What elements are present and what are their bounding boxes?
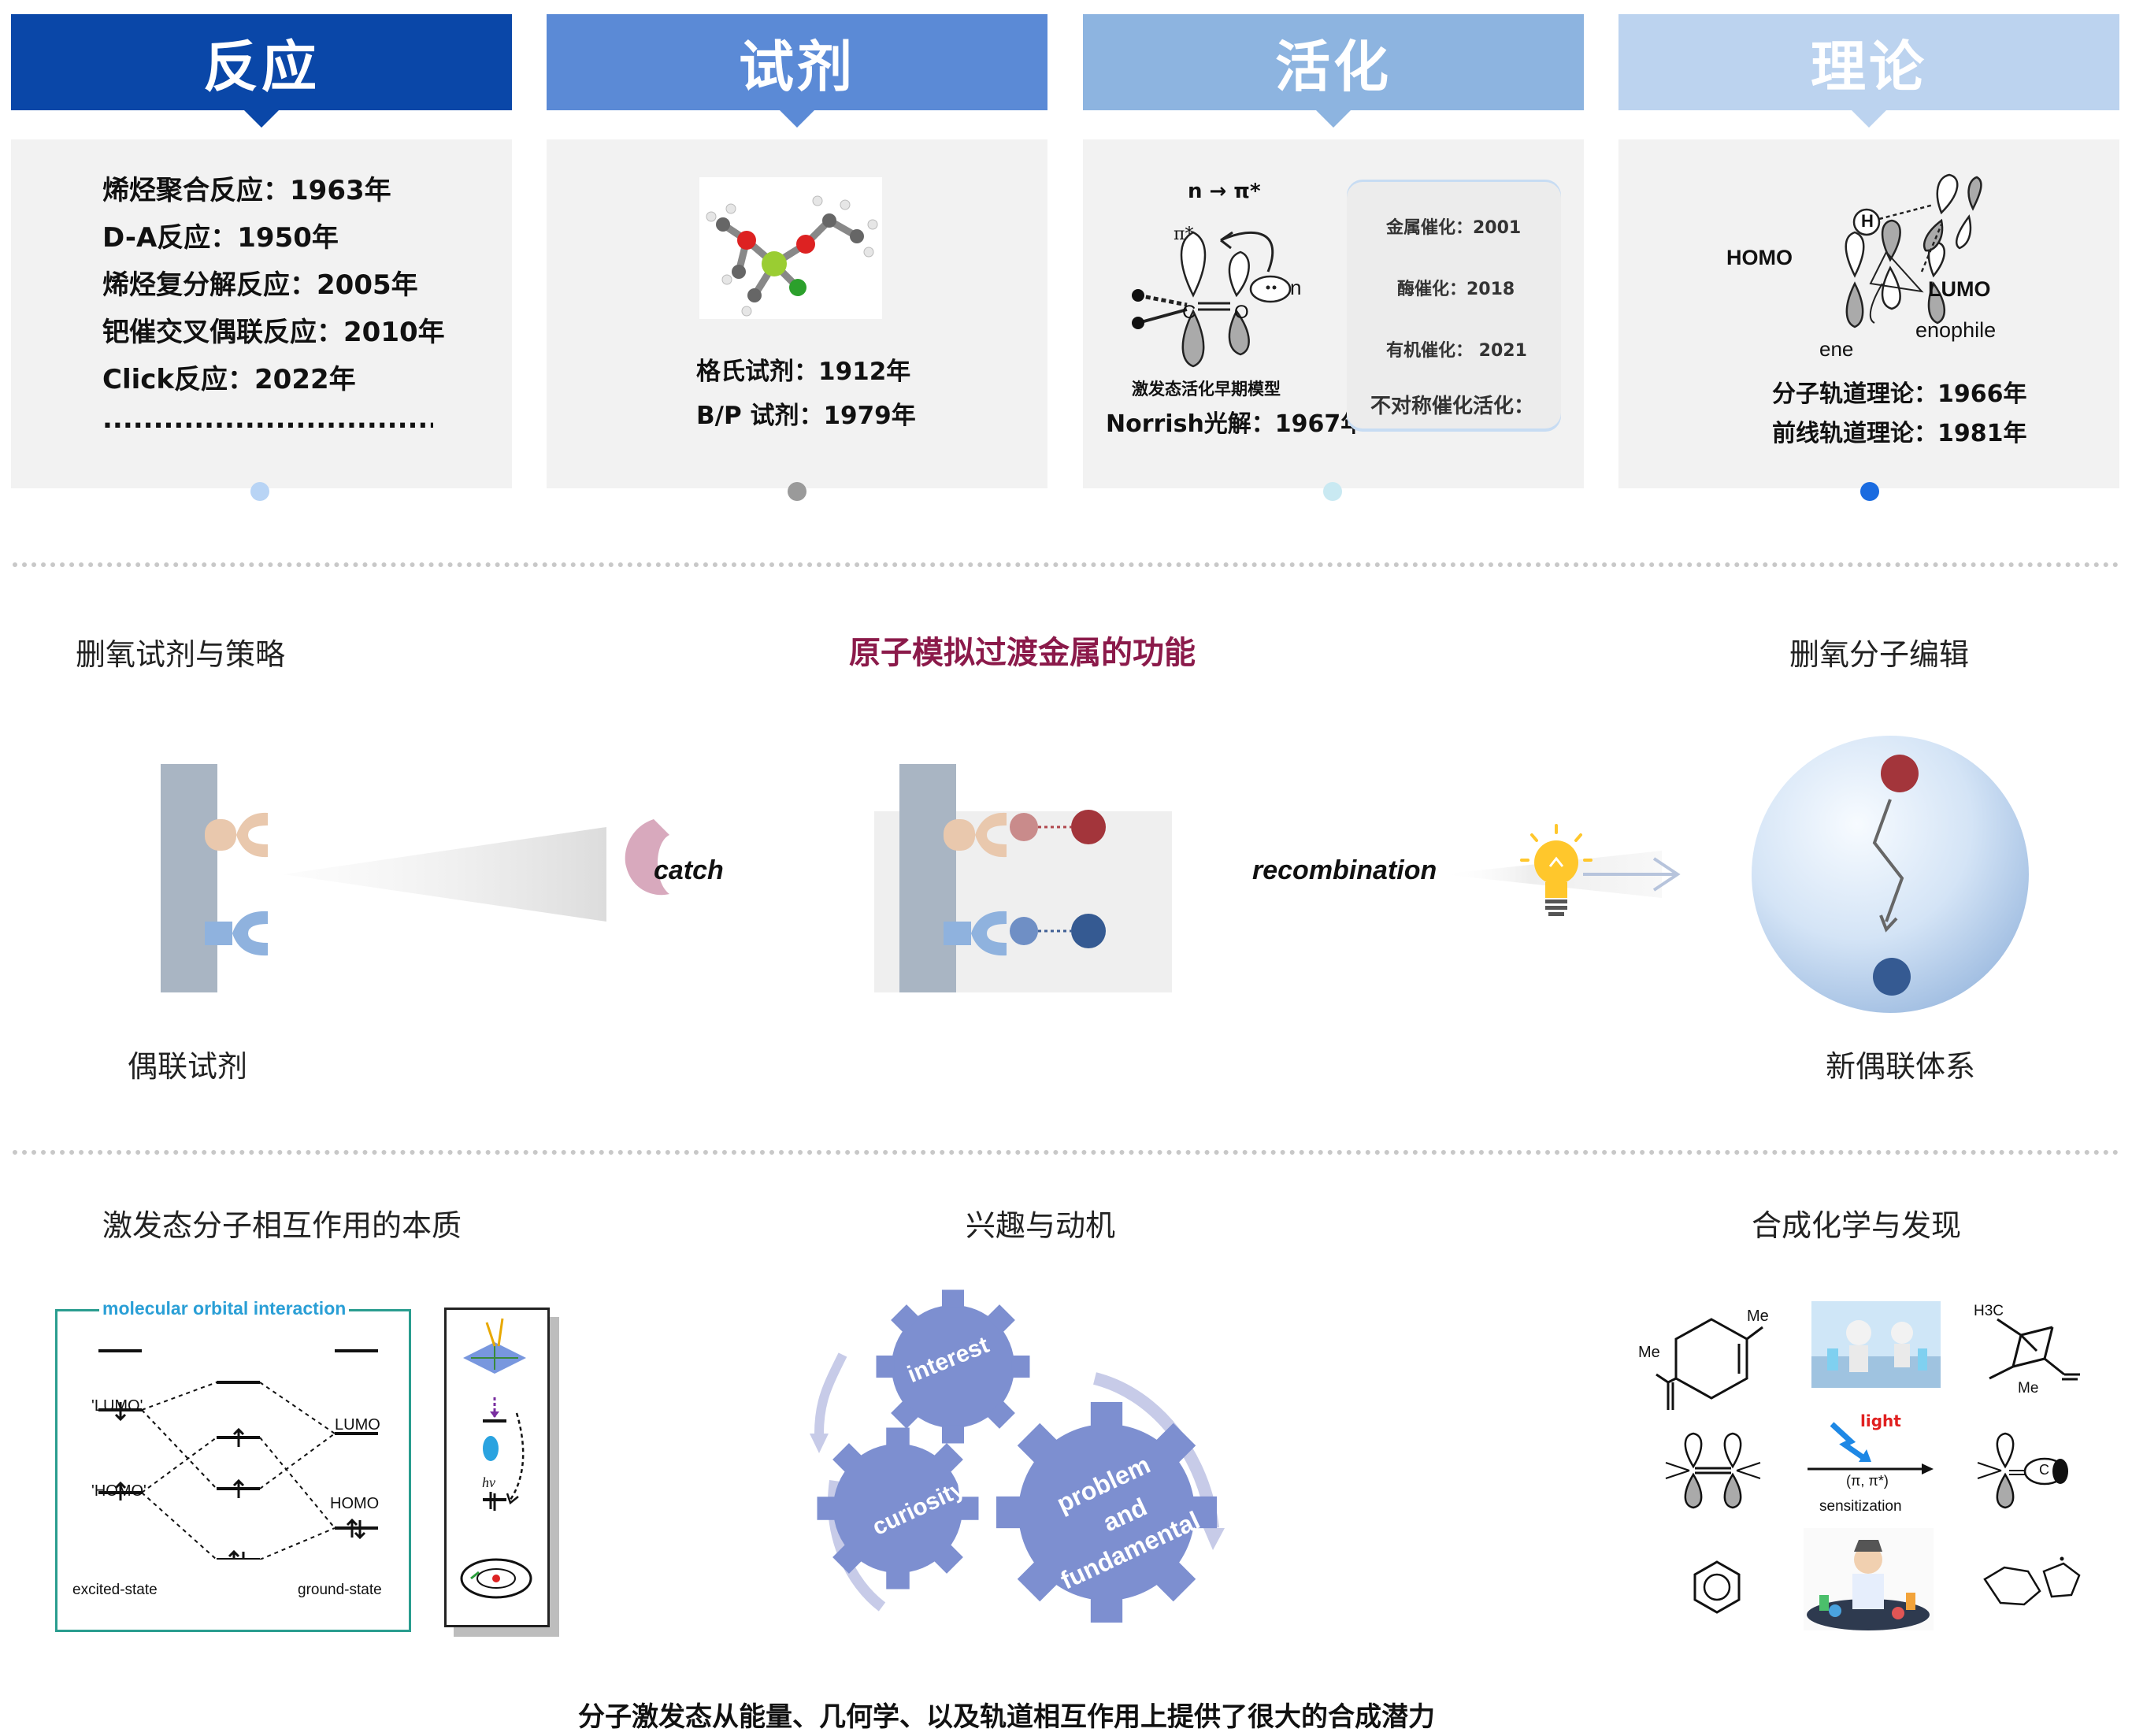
middle-center-title: 原子模拟过渡金属的功能 [849, 635, 1196, 671]
bicyclic-structure [1989, 1318, 2080, 1381]
middle-right-caption: 新偶联体系 [1826, 1049, 1976, 1084]
limonene-structure [1656, 1318, 1763, 1410]
timeline-dot [1860, 482, 1879, 501]
middle-right-title: 删氧分子编辑 [1789, 637, 1970, 672]
sensitization-arrow [1808, 1422, 1934, 1474]
timeline-dot [788, 482, 806, 501]
n-pi-transition: n → π* [1188, 180, 1261, 203]
ene-reaction-orbital-diagram [1845, 173, 1982, 328]
timeline-dot [250, 482, 269, 501]
grignard-molecule-image [699, 177, 882, 319]
timeline-dot [1323, 482, 1342, 501]
homo-ground-label: HOMO [330, 1495, 380, 1512]
catch-label: catch [654, 855, 724, 885]
reagent-item: 格氏试剂：1912年 [696, 358, 911, 386]
theory-item: 前线轨道理论：1981年 [1772, 420, 2027, 447]
reagent-item: B/P 试剂：1979年 [696, 402, 916, 430]
recombination-diagram [874, 764, 1681, 992]
catalysis-item: 酶催化：2018 [1397, 280, 1515, 299]
reagent-list: 格氏试剂：1912年 B/P 试剂：1979年 [696, 350, 916, 438]
mo-interaction-title: molecular orbital interaction [99, 1298, 350, 1319]
h-atom-label: H [1861, 211, 1874, 231]
oxygen-label: O [1234, 302, 1249, 323]
homo-label: HOMO [1726, 246, 1793, 269]
header-theory: 理论 [1618, 14, 2119, 128]
carbonyl-orbital-diagram [1132, 231, 1292, 368]
model-caption: 激发态活化早期模型 [1132, 380, 1281, 399]
pi-star-label: π* [1174, 224, 1194, 244]
catalysis-item: 不对称催化活化： [1370, 395, 1535, 418]
panel-theory [1618, 139, 2119, 488]
footer-caption: 分子激发态从能量、几何学、以及轨道相互作用上提供了很大的合成潜力 [578, 1701, 1435, 1733]
header-reaction: 反应 [11, 14, 512, 128]
benzene-structure [1693, 1560, 1741, 1614]
bottom-center-title: 兴趣与动机 [966, 1208, 1116, 1243]
me-label: Me [1747, 1308, 1769, 1325]
cycloheptene-structure [1983, 1556, 2081, 1606]
norrish-label: Norrish光解：1967年 [1106, 410, 1365, 438]
carbene-c-label: C [2039, 1462, 2049, 1478]
lumo-ground-label: LUMO [335, 1416, 380, 1434]
reaction-list: 烯烃聚合反应：1963年 D-A反应：1950年 烯烃复分解反应：2005年 钯… [102, 167, 445, 435]
reaction-item: 烯烃聚合反应：1963年 [102, 175, 391, 206]
robot-lab-image [1811, 1301, 1941, 1388]
catalysis-box [1347, 180, 1561, 432]
reaction-item: 钯催交叉偶联反应：2010年 [102, 317, 445, 348]
theory-list: 分子轨道理论：1966年 前线轨道理论：1981年 [1772, 375, 2027, 454]
lumo-label: LUMO [1928, 277, 1991, 301]
reaction-ellipsis: ........................................… [102, 403, 433, 435]
carbon-label: C [1182, 302, 1196, 323]
catalysis-item: 金属催化：2001 [1386, 218, 1522, 238]
header-reagent: 试剂 [547, 14, 1047, 128]
homo-quoted-label: 'HOMO' [91, 1482, 146, 1500]
photo-excitation-diagram [460, 1318, 532, 1599]
recombination-label: recombination [1252, 855, 1437, 885]
me-label: Me [1638, 1344, 1660, 1361]
excited-state-label: excited-state [72, 1582, 158, 1598]
theory-item: 分子轨道理论：1966年 [1772, 380, 2027, 408]
sensitization-label: sensitization [1819, 1498, 1902, 1515]
ene-label: ene [1819, 337, 1854, 361]
panel-reaction [11, 139, 512, 488]
section-divider [13, 1150, 2119, 1155]
coupling-reagents-diagram [161, 764, 669, 992]
catalysis-list: 金属催化：2001 酶催化：2018 有机催化： 2021 不对称催化活化： [1370, 197, 1534, 430]
me-label: Me [2018, 1380, 2039, 1397]
reaction-item: D-A反应：1950年 [102, 222, 339, 254]
ethylene-orbital-structure [1665, 1432, 1761, 1509]
reaction-item: 烯烃复分解反应：2005年 [102, 269, 418, 301]
middle-left-caption: 偶联试剂 [128, 1049, 248, 1084]
scientist-image [1804, 1528, 1934, 1630]
h3c-label: H3C [1974, 1303, 2004, 1319]
bottom-left-title: 激发态分子相互作用的本质 [102, 1208, 462, 1243]
catalysis-item: 有机催化： 2021 [1386, 341, 1527, 361]
hv-label: hv [482, 1474, 495, 1490]
lumo-quoted-label: 'LUMO' [91, 1397, 143, 1415]
middle-left-title: 删氧试剂与策略 [76, 637, 286, 672]
enophile-label: enophile [1915, 318, 1997, 342]
carbene-orbital-structure [1977, 1432, 2068, 1509]
reaction-item: Click反应：2022年 [102, 364, 356, 395]
motivation-gears [810, 1289, 1225, 1623]
light-label: light [1860, 1411, 1901, 1430]
ground-state-label: ground-state [298, 1582, 382, 1598]
pi-pi-star-label: (π, π*) [1846, 1473, 1889, 1489]
n-label: n [1290, 276, 1302, 299]
sphere-new-coupling [1752, 736, 2029, 1013]
header-activation: 活化 [1083, 14, 1584, 128]
mo-energy-diagram [98, 1349, 378, 1560]
section-divider [13, 562, 2119, 567]
bottom-right-title: 合成化学与发现 [1752, 1208, 1962, 1243]
